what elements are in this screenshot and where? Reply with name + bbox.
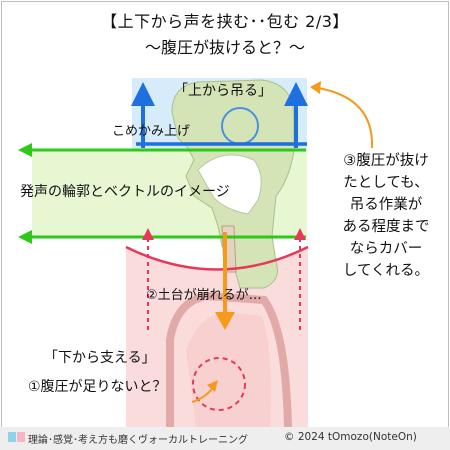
temple-label: こめかみ上げ xyxy=(112,124,191,139)
bottom-zone-label: 「下から支える」 xyxy=(44,350,156,366)
note-line: ある程度まで xyxy=(342,219,430,235)
title-line-2: ～腹圧が抜けると？～ xyxy=(144,38,305,57)
top-zone-label: 「上から吊る」 xyxy=(174,83,272,99)
vector-label: 発声の輪郭とベクトルのイメージ xyxy=(20,184,230,200)
footer-copyright: © 2024 tOmozo(NoteOn) xyxy=(284,431,417,443)
note-line: たとしても、 xyxy=(343,175,429,191)
footer-square-icon xyxy=(8,432,16,442)
abdomen-dashed-circle xyxy=(192,357,246,411)
red-arrowhead-right xyxy=(294,228,306,240)
title-line-1: 【上下から声を挟む･･包む 2/3】 xyxy=(101,12,349,31)
lung-shape xyxy=(186,312,271,428)
orange-arrowhead-down xyxy=(215,312,235,330)
footer-tagline: 理論･感覚･考え方も磨くヴォーカルトレーニング xyxy=(28,435,248,446)
green-arrowhead-bottom xyxy=(18,230,32,244)
orange-pointer-bottom-head xyxy=(207,380,218,392)
red-arrowhead-left xyxy=(142,228,154,240)
torso-outline xyxy=(166,291,292,429)
note-line: ③腹圧が抜け xyxy=(343,153,429,169)
orange-pointer-note-head xyxy=(310,81,321,94)
orange-pointer-note xyxy=(317,87,374,149)
footer-bar xyxy=(0,427,450,450)
green-arrowhead-top xyxy=(18,143,32,157)
tongue-shape xyxy=(197,154,262,215)
question-label: ①腹圧が足りないと？ xyxy=(28,379,167,395)
foundation-label: ②土台が崩れるが… xyxy=(146,288,262,303)
note-3: ③腹圧が抜け たとしても、 吊る作業が ある程度まで ならカバー してくれる。 xyxy=(322,150,450,282)
note-line: してくれる。 xyxy=(342,263,430,279)
note-line: 吊る作業が xyxy=(349,197,423,213)
note-line: ならカバー xyxy=(349,241,423,257)
footer-square-icon xyxy=(17,432,25,442)
